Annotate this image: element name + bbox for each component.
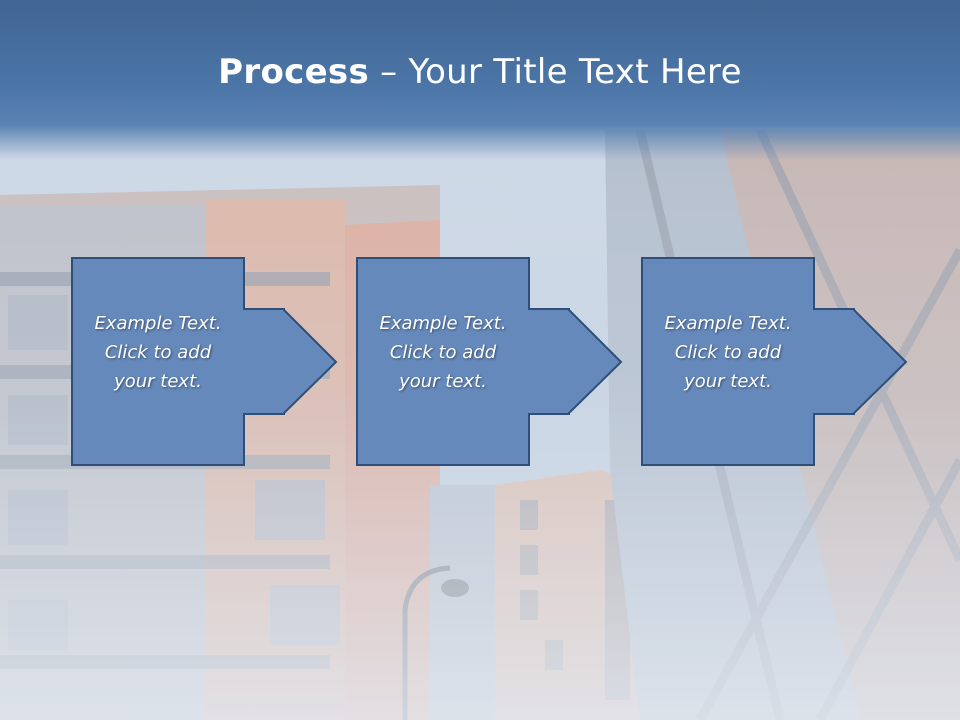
step-text-line: your text. [399, 371, 487, 392]
title-band [0, 0, 960, 160]
process-step-3[interactable]: Example Text. Click to add your text. [641, 257, 960, 467]
step-text-line: Example Text. [664, 313, 792, 334]
step-text-line: Click to add [389, 342, 497, 363]
title-rest-text: – Your Title Text Here [369, 52, 742, 92]
step-text[interactable]: Example Text. Click to add your text. [73, 309, 243, 396]
process-step-1[interactable]: Example Text. Click to add your text. [71, 257, 411, 467]
step-text-line: your text. [114, 371, 202, 392]
slide-title[interactable]: Process – Your Title Text Here [0, 52, 960, 92]
arrow-box-shape [71, 257, 338, 466]
arrow-box-shape [641, 257, 908, 466]
step-text-line: Example Text. [379, 313, 507, 334]
step-text[interactable]: Example Text. Click to add your text. [358, 309, 528, 396]
step-text-line: Click to add [674, 342, 782, 363]
step-text[interactable]: Example Text. Click to add your text. [643, 309, 813, 396]
step-text-line: your text. [684, 371, 772, 392]
step-text-line: Example Text. [94, 313, 222, 334]
step-text-line: Click to add [104, 342, 212, 363]
process-step-2[interactable]: Example Text. Click to add your text. [356, 257, 696, 467]
title-bold-text: Process [218, 52, 370, 92]
arrow-box-shape [356, 257, 623, 466]
